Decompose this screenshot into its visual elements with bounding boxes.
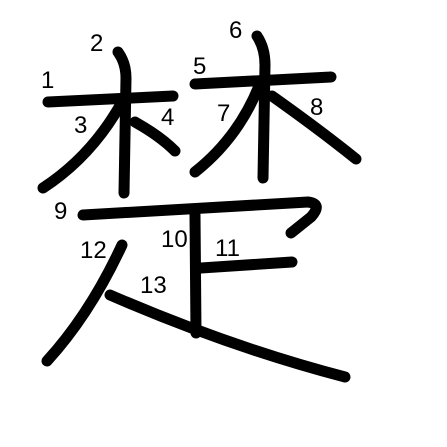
stroke-11	[195, 256, 298, 274]
stroke-6	[251, 30, 271, 184]
stroke-number-4: 4	[161, 104, 174, 131]
stroke-number-13: 13	[140, 272, 167, 299]
stroke-number-11: 11	[215, 235, 240, 262]
stroke-number-10: 10	[161, 226, 188, 253]
stroke-number-8: 8	[310, 94, 323, 121]
stroke-number-7: 7	[217, 100, 230, 127]
stroke-number-9: 9	[54, 198, 67, 225]
stroke-number-12: 12	[80, 237, 107, 264]
stroke-number-1: 1	[41, 67, 54, 94]
stroke-2	[112, 46, 132, 199]
stroke-8	[266, 90, 362, 165]
stroke-13	[104, 289, 351, 383]
stroke-number-2: 2	[90, 30, 103, 57]
stroke-4	[129, 116, 181, 157]
stroke-10	[189, 209, 202, 339]
stroke-1	[42, 90, 179, 108]
stroke-number-5: 5	[193, 53, 206, 80]
stroke-9	[77, 196, 322, 239]
stroke-3	[37, 96, 128, 194]
stroke-number-3: 3	[74, 112, 87, 139]
stroke-12	[41, 239, 128, 367]
stroke-number-6: 6	[229, 17, 242, 44]
stroke-7	[189, 80, 265, 178]
character-strokes	[37, 30, 362, 383]
